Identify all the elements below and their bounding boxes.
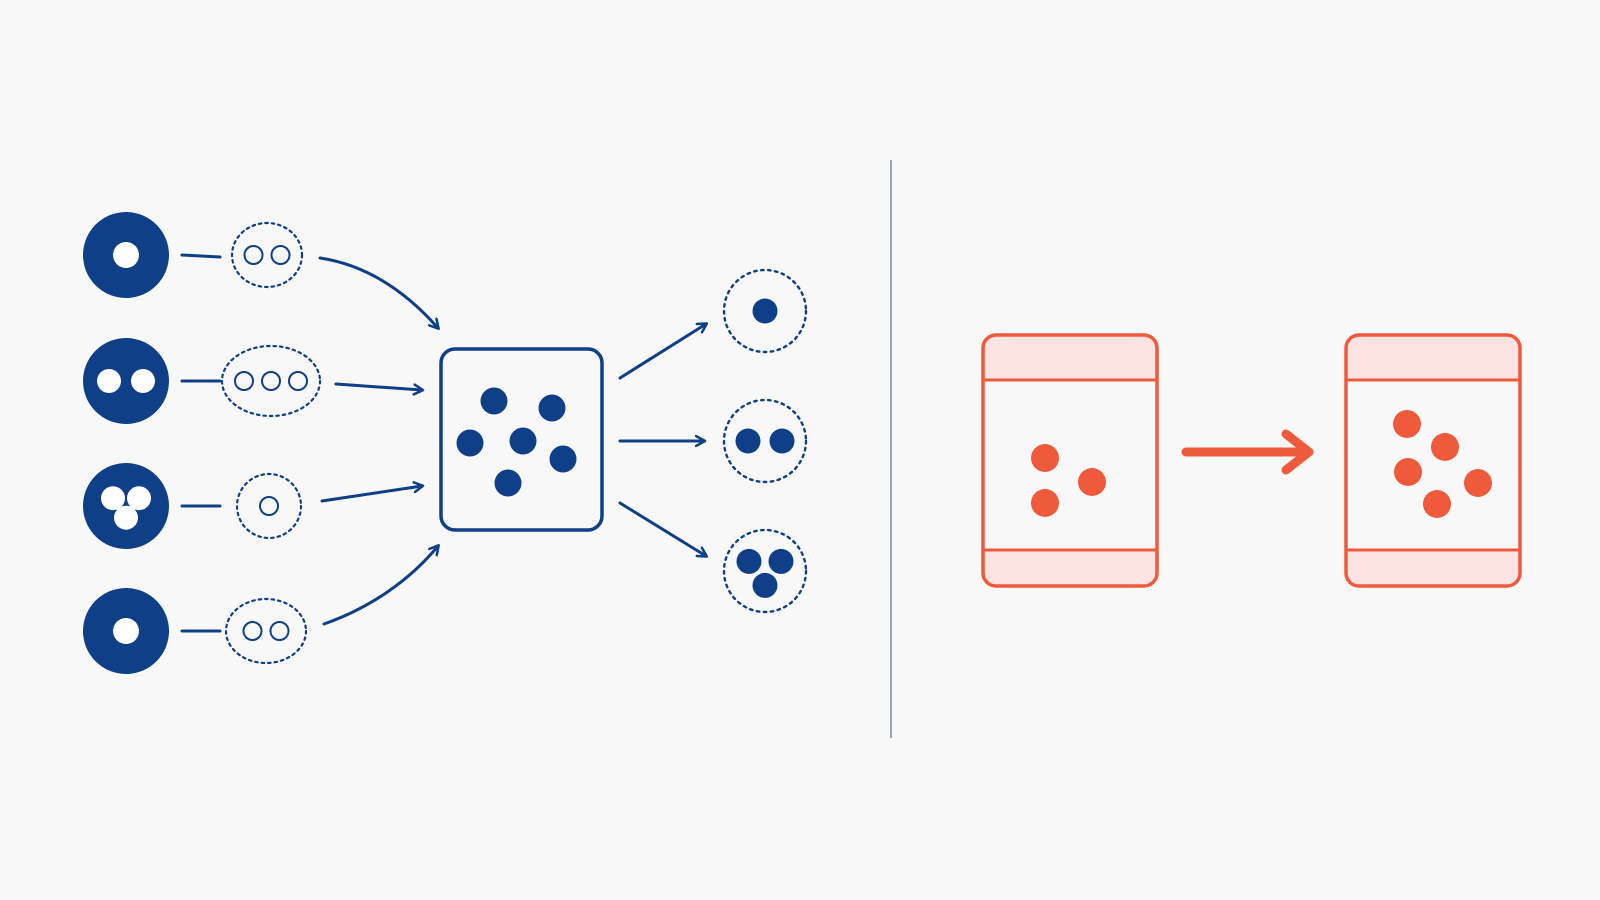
hub-dot <box>538 394 566 422</box>
container-dot <box>1394 458 1422 486</box>
output-dot <box>752 572 778 598</box>
output-dot <box>736 548 762 574</box>
container-body <box>983 380 1157 550</box>
packet-groups <box>220 221 322 665</box>
output-dot <box>735 428 761 454</box>
source-node <box>83 338 169 424</box>
output-group <box>722 528 808 614</box>
transfer-arrow <box>1181 429 1314 475</box>
container-dot <box>1078 468 1106 496</box>
container-outline <box>1344 333 1522 588</box>
packet-group <box>224 597 308 665</box>
source-inner-dot <box>101 486 125 511</box>
container-outline <box>981 333 1159 588</box>
hub-dot <box>494 469 522 497</box>
hub-dot <box>480 387 508 415</box>
packet-group <box>220 344 322 418</box>
inbound-arrows <box>318 256 438 626</box>
packet-dot <box>269 621 290 641</box>
source-inner-dot <box>113 618 139 644</box>
hub-dots <box>456 387 577 497</box>
packet-dot <box>288 371 308 391</box>
hub-box <box>439 347 604 532</box>
inbound-arrow-2 <box>334 382 422 390</box>
packet-dot <box>270 245 291 265</box>
source-inner-dot <box>114 505 138 530</box>
output-groups <box>722 268 808 614</box>
inbound-arrow-4 <box>322 546 438 626</box>
packet-group <box>230 221 304 289</box>
output-group <box>722 398 808 484</box>
source-inner-dot <box>127 486 151 511</box>
source-inner-dot <box>97 369 121 393</box>
transfer-arrow-head <box>1281 429 1314 475</box>
hub-dot <box>456 429 484 457</box>
container-dot <box>1431 433 1459 461</box>
inbound-arrow-1 <box>318 256 438 328</box>
packet-dot <box>261 371 281 391</box>
output-group <box>722 268 808 354</box>
container <box>1344 333 1522 588</box>
output-dot <box>768 548 794 574</box>
container-dot <box>1393 410 1421 438</box>
hub-dot <box>549 445 577 473</box>
output-dot <box>769 428 795 454</box>
container-dot <box>1031 444 1059 472</box>
packet-dot <box>259 496 279 516</box>
inbound-arrow-3 <box>320 486 422 503</box>
container <box>981 333 1159 588</box>
hub-node <box>439 347 604 532</box>
packet-dot <box>234 371 254 391</box>
packet-dot <box>243 245 264 265</box>
source-connector <box>180 253 222 259</box>
container-dot <box>1464 469 1492 497</box>
outbound-arrow-3 <box>618 501 706 556</box>
outbound-arrow-1 <box>618 324 706 380</box>
aggregation-panel <box>83 212 808 674</box>
source-inner-dot <box>113 242 139 268</box>
container-dot <box>1031 489 1059 517</box>
source-connectors <box>180 253 222 633</box>
output-dot <box>752 298 778 324</box>
source-inner-dot <box>131 369 155 393</box>
transfer-panel <box>981 333 1522 588</box>
source-nodes <box>83 212 169 674</box>
outbound-arrows <box>618 324 706 556</box>
container-dot <box>1423 490 1451 518</box>
hub-dot <box>509 427 537 455</box>
container-body <box>1346 380 1520 550</box>
packet-group <box>235 472 303 540</box>
containers <box>981 333 1522 588</box>
packet-dot <box>242 621 263 641</box>
